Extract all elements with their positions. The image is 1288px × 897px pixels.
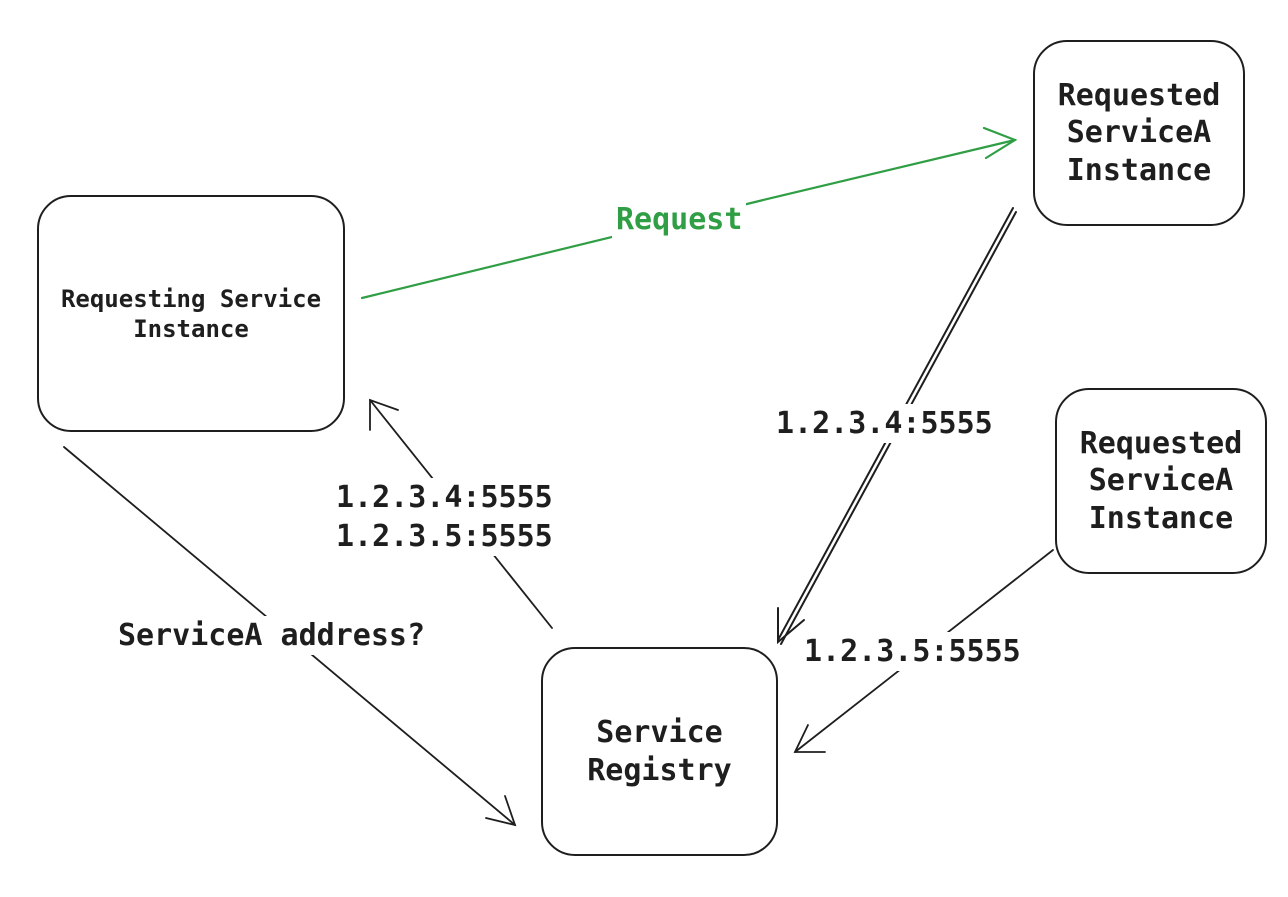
requested-service-a-label-top: Requested ServiceA Instance xyxy=(1057,77,1221,188)
service-registry-node: Service Registry xyxy=(541,647,778,856)
requested-service-a-label-bottom: Requested ServiceA Instance xyxy=(1079,425,1243,536)
register-b-address-label: 1.2.3.5:5555 xyxy=(800,632,1025,671)
service-registry-label: Service Registry xyxy=(587,715,732,788)
requesting-service-node: Requesting Service Instance xyxy=(37,195,345,432)
requested-service-a-node-bottom: Requested ServiceA Instance xyxy=(1055,388,1267,574)
response-addresses-label: 1.2.3.4:5555 1.2.3.5:5555 xyxy=(332,478,557,556)
query-label: ServiceA address? xyxy=(114,616,430,655)
request-label: Request xyxy=(612,200,747,239)
requesting-service-label: Requesting Service Instance xyxy=(60,284,322,343)
requested-service-a-node-top: Requested ServiceA Instance xyxy=(1033,40,1245,226)
register-a-address-label: 1.2.3.4:5555 xyxy=(772,404,997,443)
